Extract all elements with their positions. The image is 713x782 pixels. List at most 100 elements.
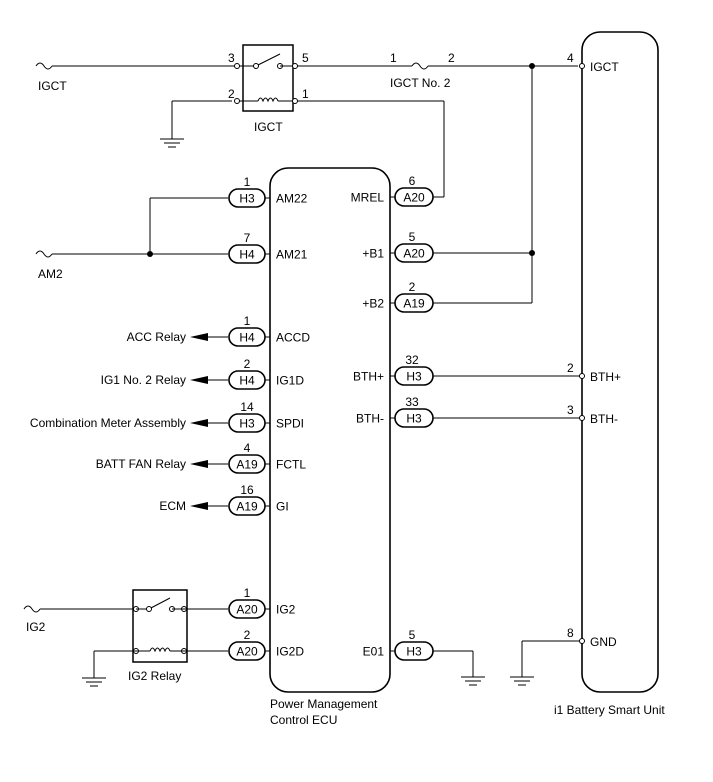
ground-symbol-battery	[510, 641, 534, 686]
relay-coil-icon	[149, 647, 171, 653]
pin-name: AM21	[276, 248, 308, 262]
battery-pin-name: BTH+	[590, 370, 621, 384]
battery-pin-name: BTH-	[590, 412, 618, 426]
connector-id: A20	[236, 603, 258, 617]
fuse-icon	[35, 62, 53, 70]
igct-relay: 3 5 2 1 IGCT	[228, 44, 309, 134]
ecu-label-line1: Power Management	[270, 697, 378, 711]
pin-name: FCTL	[276, 458, 306, 472]
igct-relay-pin-5: 5	[302, 51, 309, 65]
connector-id: H4	[239, 331, 255, 345]
igct-no2-fuse: 1 2 IGCT No. 2	[300, 51, 578, 90]
connector-id: A20	[403, 247, 425, 261]
pin-number: 6	[409, 174, 416, 188]
relay-switch-icon	[148, 597, 171, 610]
output-acc-relay: ACC Relay	[127, 330, 186, 344]
pin-name: E01	[363, 645, 385, 659]
ecu-left-pins: H31AM22H47AM21H41ACCDH42IG1DH314SPDIA194…	[228, 175, 310, 661]
pin-number: 16	[240, 483, 254, 497]
pin-name: AM22	[276, 192, 308, 206]
igct-supply: IGCT	[35, 62, 237, 93]
am2-supply: AM2	[35, 197, 228, 281]
ig2-supply: IG2	[23, 605, 136, 634]
connector-id: H3	[239, 417, 255, 431]
battery-pin-name: IGCT	[590, 60, 619, 74]
output-combination-meter: Combination Meter Assembly	[30, 416, 186, 430]
pin-name: ACCD	[276, 331, 310, 345]
connector-id: A19	[236, 500, 258, 514]
battery-pin-number: 4	[567, 51, 574, 65]
arrow-icon	[190, 460, 208, 468]
ecu-connector--b2: A19 2 +B2	[362, 280, 434, 313]
battery-pin-number: 2	[567, 361, 574, 375]
relay-switch-icon	[255, 53, 281, 67]
igct-relay-pin-1: 1	[302, 87, 309, 101]
pin-number: 2	[409, 280, 416, 294]
output-signals: ACC Relay IG1 No. 2 Relay Combination Me…	[30, 330, 228, 513]
battery-unit-label: i1 Battery Smart Unit	[554, 703, 665, 717]
igct-relay-label: IGCT	[254, 120, 283, 134]
battery-pin-number: 8	[567, 626, 574, 640]
pin-name: GI	[276, 500, 289, 514]
ecu-label-line2: Control ECU	[270, 713, 337, 727]
pin-name: BTH+	[353, 370, 384, 384]
arrow-icon	[190, 419, 208, 427]
ecu-right-pins: A206MRELA205+B1A192+B2H332BTH+H333BTH-H3…	[351, 174, 434, 661]
pin-number: 5	[409, 628, 416, 642]
igct-supply-label: IGCT	[38, 79, 67, 93]
output-batt-fan-relay: BATT FAN Relay	[96, 457, 186, 471]
battery-smart-unit-box	[581, 31, 659, 693]
output-ecm: ECM	[159, 499, 186, 513]
connector-id: H3	[239, 192, 255, 206]
ground-symbol-ig2	[82, 650, 136, 687]
pin-number: 33	[405, 395, 419, 409]
connector-id: H3	[406, 370, 422, 384]
pin-number: 1	[244, 175, 251, 189]
battery-pin-name: GND	[590, 635, 617, 649]
pin-number: 2	[244, 357, 251, 371]
ig2-label: IG2	[26, 620, 46, 634]
fuse-icon	[35, 250, 53, 258]
pin-number: 1	[244, 314, 251, 328]
pin-name: IG1D	[276, 374, 304, 388]
battery-pins: 4 IGCT 2 BTH+ 3 BTH- 8 GND	[433, 51, 621, 649]
connector-id: A19	[403, 297, 425, 311]
pin-number: 14	[240, 400, 254, 414]
igct-relay-box	[242, 44, 294, 112]
fuse-icon	[411, 62, 429, 70]
pin-number: 2	[244, 628, 251, 642]
ground-symbol-relay	[160, 100, 232, 148]
battery-pin-number: 3	[567, 403, 574, 417]
connector-id: H4	[239, 374, 255, 388]
arrow-icon	[190, 502, 208, 510]
ig2-relay-label: IG2 Relay	[128, 669, 181, 683]
output-ig1-no2-relay: IG1 No. 2 Relay	[101, 373, 186, 387]
connector-pill	[394, 187, 434, 207]
pin-name: IG2D	[276, 645, 304, 659]
connector-id: H3	[406, 412, 422, 426]
arrow-icon	[190, 376, 208, 384]
igct-relay-pin-2: 2	[228, 87, 235, 101]
pin-name: IG2	[276, 603, 296, 617]
connector-id: A20	[403, 191, 425, 205]
pin-name: +B2	[362, 297, 384, 311]
connector-id: A19	[236, 458, 258, 472]
relay-coil-icon	[257, 97, 279, 103]
pin-number: 7	[244, 231, 251, 245]
fuse-icon	[23, 605, 41, 613]
ecu-box	[269, 167, 391, 693]
pin-number: 5	[409, 230, 416, 244]
